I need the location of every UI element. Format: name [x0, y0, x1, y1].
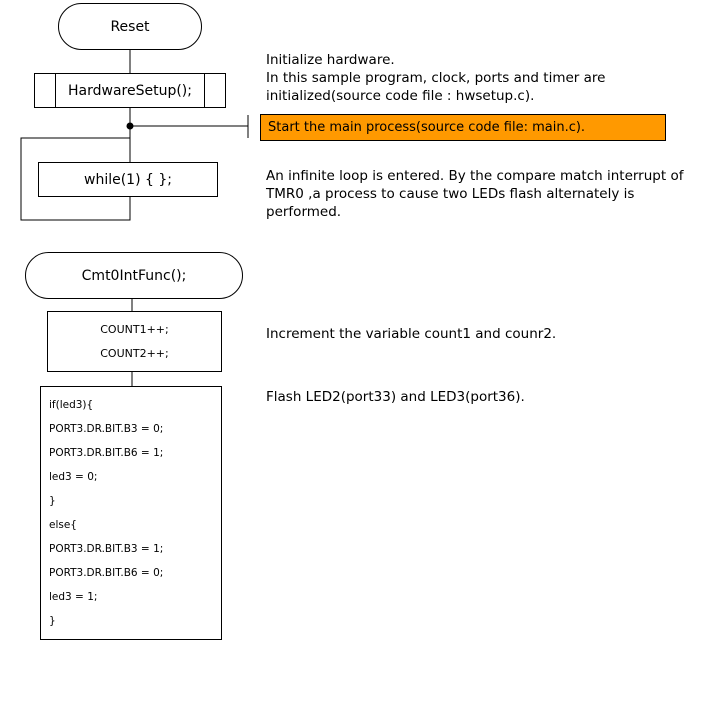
- main-process-highlight: Start the main process(source code file:…: [260, 114, 666, 141]
- code-line: if(led3){: [49, 399, 94, 411]
- flash-annotation: Flash LED2(port33) and LED3(port36).: [266, 389, 525, 405]
- increment-line: COUNT1++;: [100, 323, 169, 336]
- isr-label: Cmt0IntFunc();: [81, 267, 187, 284]
- process-left-bar: [55, 74, 56, 107]
- while-loop-label: while(1) { };: [84, 171, 172, 188]
- increment-process: COUNT1++; COUNT2++;: [47, 311, 222, 372]
- increment-line: COUNT2++;: [100, 347, 169, 360]
- code-line: PORT3.DR.BIT.B6 = 0;: [49, 567, 164, 579]
- increment-annotation: Increment the variable count1 and counr2…: [266, 326, 557, 342]
- hardware-note-line: In this sample program, clock, ports and…: [266, 70, 606, 86]
- code-line: PORT3.DR.BIT.B3 = 0;: [49, 423, 164, 435]
- hardware-setup-process: HardwareSetup();: [34, 73, 226, 108]
- isr-terminal: Cmt0IntFunc();: [25, 252, 243, 299]
- process-right-bar: [204, 74, 205, 107]
- reset-terminal: Reset: [58, 3, 202, 50]
- loop-note-line: TMR0 ,a process to cause two LEDs flash …: [266, 186, 635, 202]
- hardware-annotation: Initialize hardware. In this sample prog…: [266, 51, 605, 105]
- led-flash-process: if(led3){ PORT3.DR.BIT.B3 = 0; PORT3.DR.…: [40, 386, 222, 640]
- hardware-setup-label: HardwareSetup();: [68, 82, 192, 99]
- loop-back-line: [20, 137, 131, 221]
- code-line: }: [49, 495, 56, 507]
- hardware-note-line: initialized(source code file : hwsetup.c…: [266, 88, 535, 104]
- loop-note-line: performed.: [266, 204, 342, 220]
- code-line: else{: [49, 519, 77, 531]
- loop-annotation: An infinite loop is entered. By the comp…: [266, 167, 683, 221]
- code-line: led3 = 1;: [49, 591, 98, 603]
- hardware-note-line: Initialize hardware.: [266, 52, 395, 68]
- loop-note-line: An infinite loop is entered. By the comp…: [266, 168, 684, 184]
- code-line: }: [49, 615, 56, 627]
- code-line: PORT3.DR.BIT.B3 = 1;: [49, 543, 164, 555]
- reset-label: Reset: [110, 18, 150, 35]
- while-loop-process: while(1) { };: [38, 162, 218, 197]
- main-process-label: Start the main process(source code file:…: [268, 120, 586, 135]
- code-line: led3 = 0;: [49, 471, 98, 483]
- code-line: PORT3.DR.BIT.B6 = 1;: [49, 447, 164, 459]
